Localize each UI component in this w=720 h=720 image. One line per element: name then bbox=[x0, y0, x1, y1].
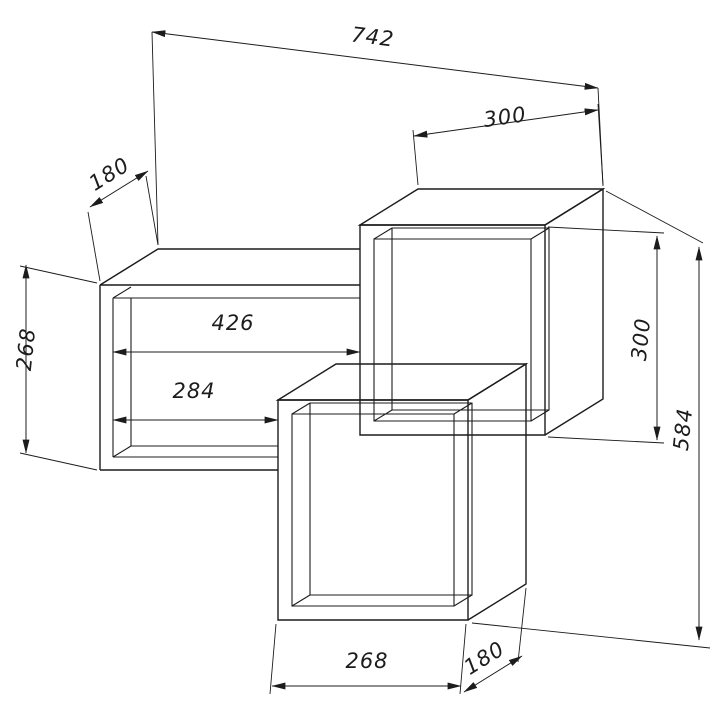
dim-300w-line bbox=[413, 108, 599, 138]
dim-180b-extension-lines bbox=[517, 587, 527, 663]
dim-268w-extension-lines bbox=[269, 623, 467, 695]
dim-upper-box-height-label: 300 bbox=[627, 317, 655, 362]
dim-180b-line bbox=[463, 655, 523, 693]
lower-box-front-frame bbox=[277, 399, 469, 621]
dim-total-height-label: 584 bbox=[669, 407, 697, 452]
dimension-labels: 742 300 180 268 426 284 300 584 268 180 bbox=[12, 23, 697, 680]
dim-shelf-height-label: 268 bbox=[12, 327, 40, 372]
dim-268h-extension-lines bbox=[19, 265, 98, 471]
left-shelf-front-edges bbox=[99, 285, 278, 471]
lower-box-inner-opening bbox=[291, 413, 455, 607]
dimension-lines bbox=[19, 30, 711, 695]
dim-lower-box-width-label: 268 bbox=[345, 649, 388, 673]
upper-box-top-face bbox=[357, 188, 606, 226]
dim-742-line bbox=[151, 30, 599, 90]
dim-inner-width-upper-label: 426 bbox=[211, 311, 254, 335]
upper-box-right-face bbox=[544, 187, 604, 436]
upper-box-front-frame bbox=[359, 224, 546, 436]
dim-300w-extension-lines bbox=[412, 103, 604, 186]
lower-box-right-face bbox=[467, 362, 527, 621]
left-shelf-inner-opening bbox=[112, 297, 360, 458]
upper-box-inner-opening bbox=[373, 238, 532, 422]
lower-box-outline bbox=[275, 362, 529, 621]
dim-300h-extension-lines bbox=[547, 226, 665, 444]
dim-upper-box-width-label: 300 bbox=[482, 102, 528, 132]
dim-180d-line bbox=[89, 170, 149, 208]
dim-inner-width-lower-label: 284 bbox=[172, 379, 215, 403]
lower-box-top-face bbox=[275, 363, 529, 401]
dim-584-extension-lines bbox=[471, 190, 711, 649]
upper-box-back-panel bbox=[373, 227, 550, 422]
upper-box-outline bbox=[357, 187, 606, 436]
dim-lower-box-depth-label: 180 bbox=[460, 636, 509, 679]
left-shelf-back-edges bbox=[112, 286, 278, 458]
left-shelf-outline bbox=[99, 248, 360, 471]
left-shelf-top-face bbox=[99, 248, 360, 286]
dim-total-width-label: 742 bbox=[350, 23, 396, 52]
dim-shelf-depth-label: 180 bbox=[85, 152, 134, 195]
lower-box-back-panel bbox=[291, 402, 473, 607]
dim-742-extension-lines bbox=[151, 31, 604, 246]
